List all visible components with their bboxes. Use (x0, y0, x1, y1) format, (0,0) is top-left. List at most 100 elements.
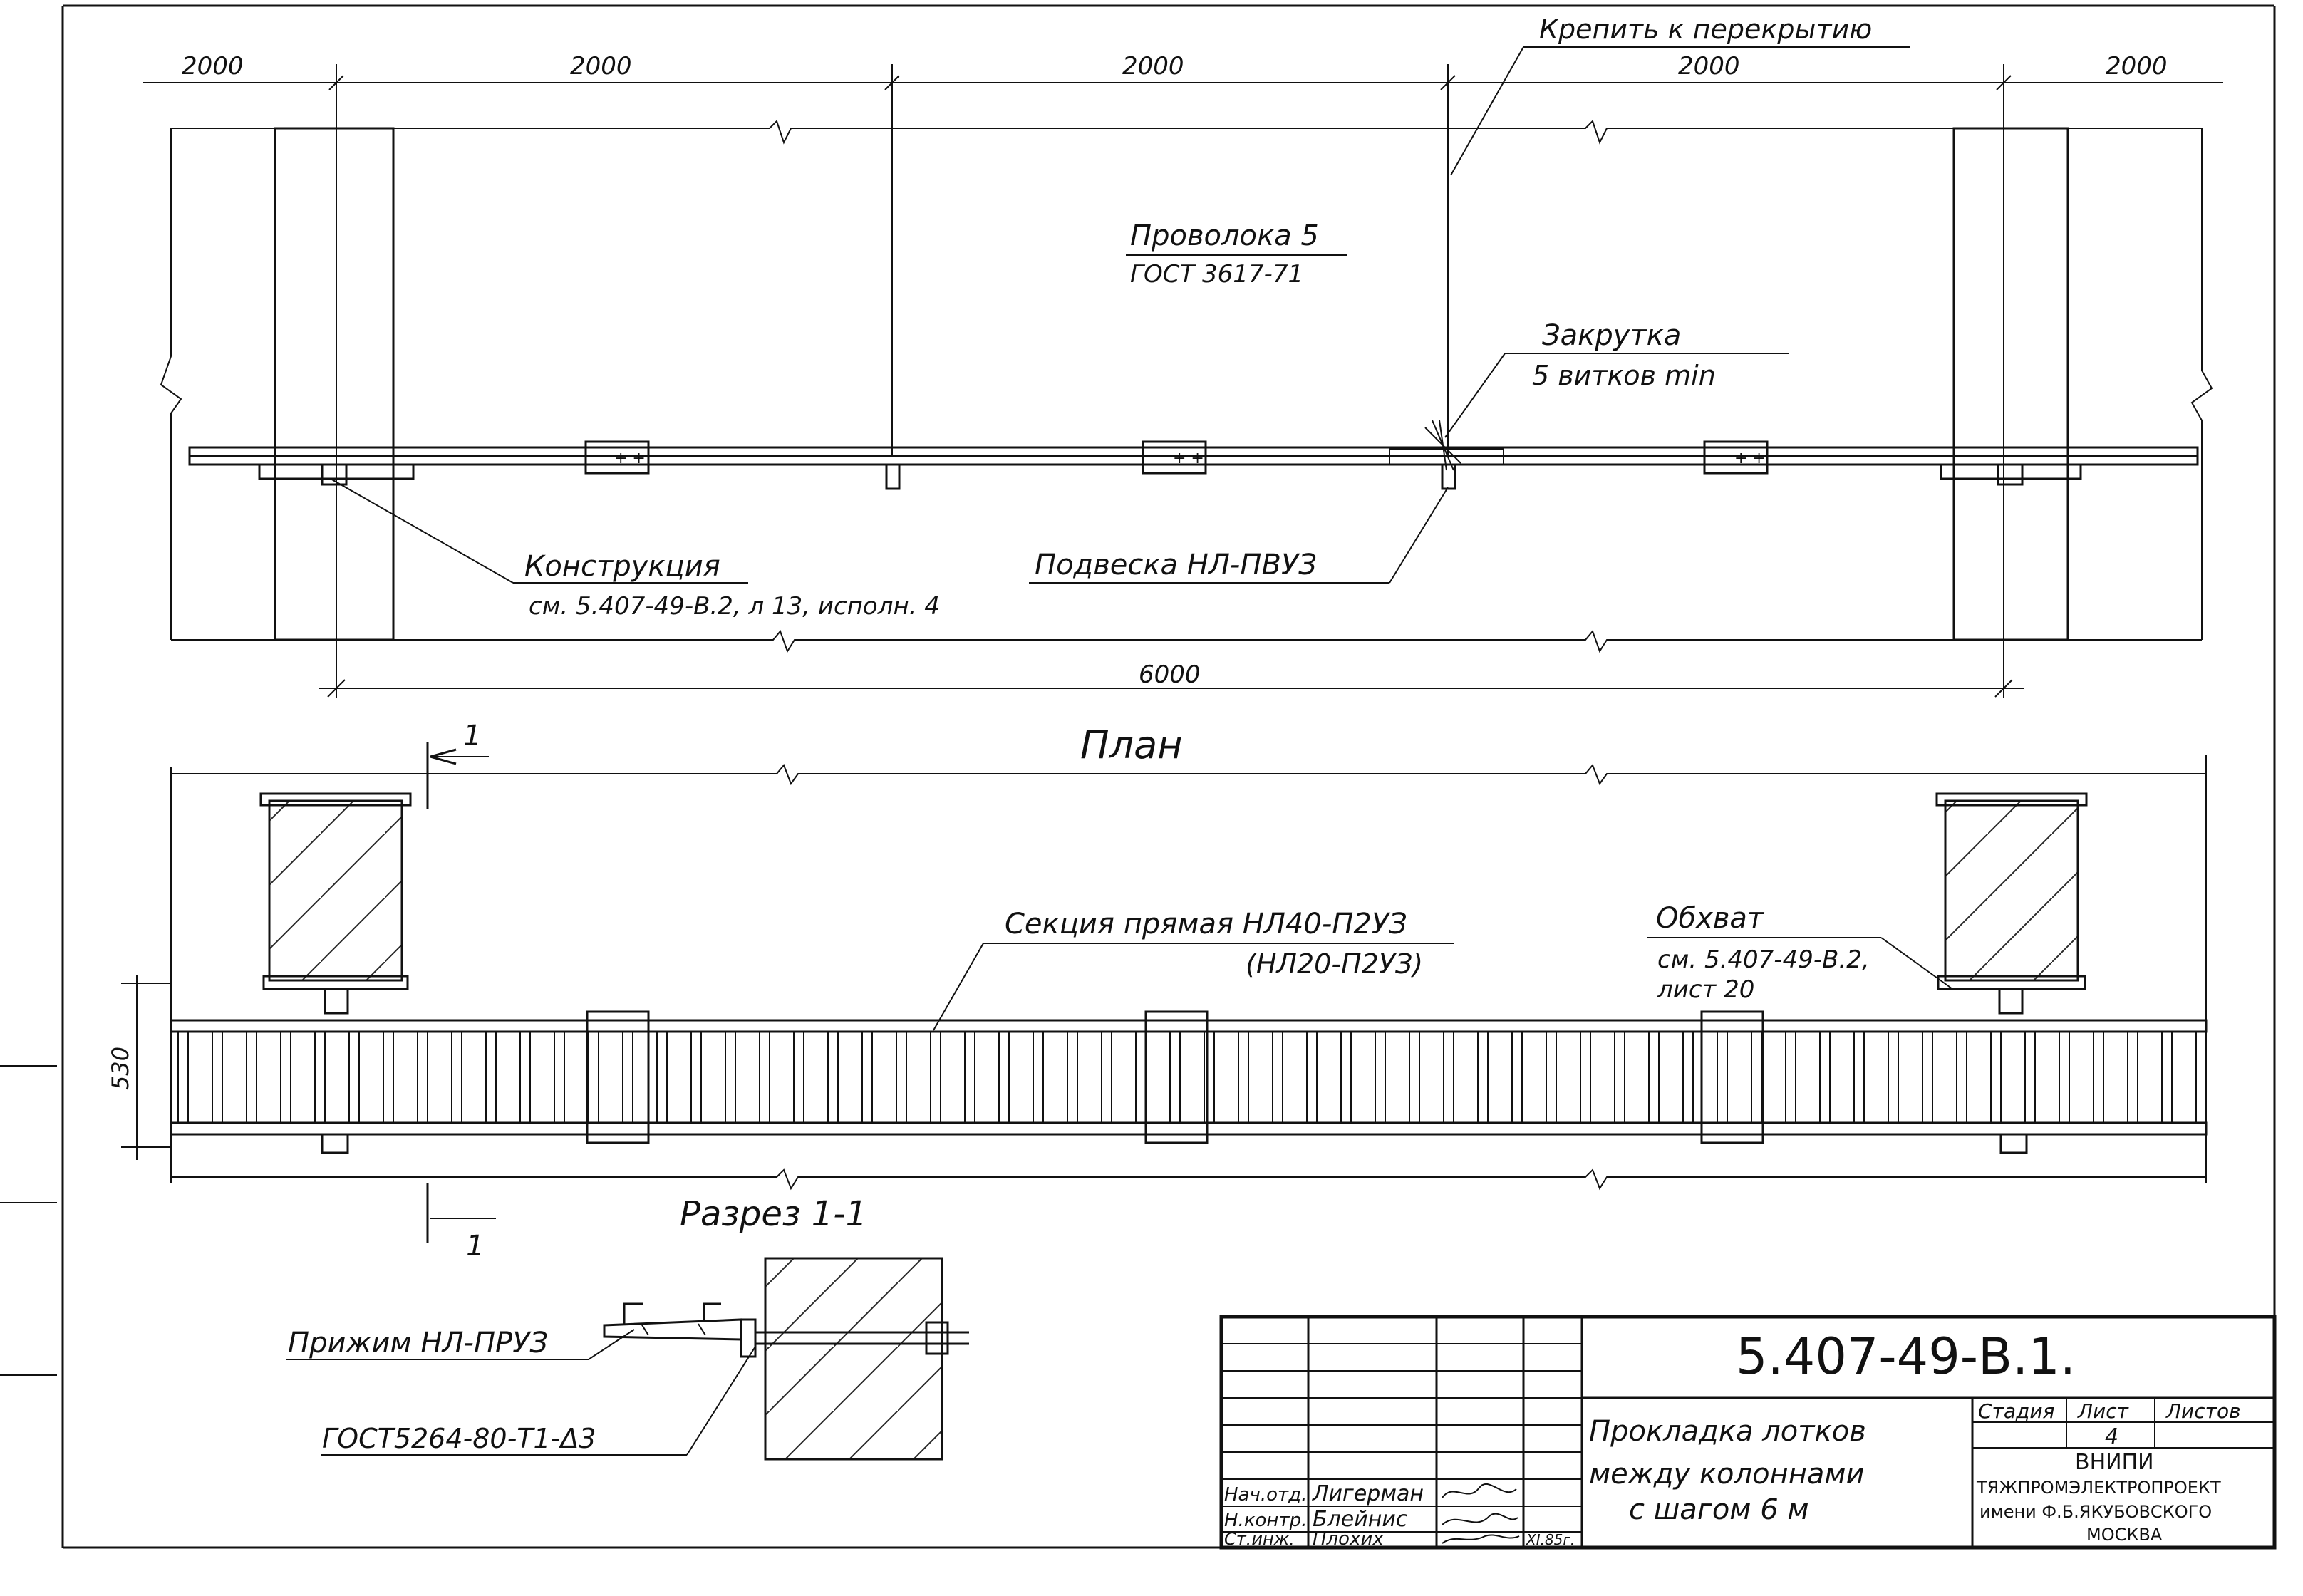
ladder-rung (1511, 1031, 1523, 1124)
ladder-coupler-1 (586, 1010, 650, 1144)
sig-role-3: Ст.инж. (1224, 1529, 1295, 1549)
dim-top-3: 2000 (1122, 52, 1184, 81)
ladder-rung (1682, 1031, 1694, 1124)
plan-view: 2000 2000 2000 2000 2000 + + + + + + (143, 14, 2223, 698)
org-line-2: ТЯЖПРОМЭЛЕКТРОПРОЕКТ (1976, 1478, 2221, 1498)
ladder-rung (1751, 1031, 1762, 1124)
title-block: 5.407-49-В.1. Прокладка лотков между кол… (1219, 1315, 2277, 1550)
sig-role-2: Н.контр. (1224, 1510, 1307, 1531)
ladder-rung (519, 1031, 531, 1124)
stage-header: Стадия (1978, 1399, 2054, 1423)
ladder-rung (1888, 1031, 1899, 1124)
ladder-rung (1990, 1031, 2002, 1124)
callout-section-1: Секция прямая НЛ40-П2УЗ (1005, 908, 1407, 940)
callout-attach: Крепить к перекрытию (1539, 14, 1872, 45)
ladder-rung (1340, 1031, 1352, 1124)
column-right-plan (1952, 127, 2069, 641)
sig-name-3: Плохих (1313, 1528, 1384, 1550)
org-line-4: МОСКВА (2086, 1525, 2163, 1545)
ladder-rung (998, 1031, 1010, 1124)
ladder-rung (1648, 1031, 1660, 1124)
ladder-rung (1169, 1031, 1181, 1124)
ladder-rung (1785, 1031, 1796, 1124)
ladder-rung (348, 1031, 360, 1124)
coupler-2-mark: + + (1173, 450, 1204, 467)
handwritten-signatures (1442, 1483, 1520, 1544)
ladder-rung (1306, 1031, 1318, 1124)
ladder-rung (314, 1031, 326, 1124)
ladder-rung (1546, 1031, 1557, 1124)
ladder-rung (554, 1031, 565, 1124)
coupler-2 (1142, 440, 1207, 475)
sig-name-2: Блейнис (1313, 1507, 1408, 1532)
org-line-3: имени Ф.Б.ЯКУБОВСКОГО (1979, 1502, 2212, 1522)
callout-hanger: Подвеска НЛ-ПВУЗ (1035, 549, 1317, 581)
coupler-1 (584, 440, 650, 475)
callout-press: Прижим НЛ-ПРУЗ (288, 1327, 548, 1359)
ladder-rung (2093, 1031, 2104, 1124)
ladder-rung (1853, 1031, 1865, 1124)
ladder-rung (2161, 1031, 2173, 1124)
section-label: Разрез 1-1 (680, 1194, 867, 1234)
plan-label: План (1080, 722, 1183, 767)
ladder-rung (1033, 1031, 1044, 1124)
ladder-rung (861, 1031, 873, 1124)
ladder-rung (656, 1031, 668, 1124)
ladder-rung (827, 1031, 839, 1124)
press-fitting (603, 1302, 742, 1341)
ladder-rung (690, 1031, 702, 1124)
ladder-rung (2195, 1031, 2207, 1124)
dim-top-5: 2000 (2106, 52, 2168, 81)
sheet-number: 4 (2105, 1424, 2118, 1449)
callout-twist-2: 5 витков min (1532, 360, 1716, 391)
section-mark-bottom: 1 (466, 1230, 484, 1263)
callout-twist-1: Закрутка (1542, 319, 1681, 352)
drawing-code: 5.407-49-В.1. (1736, 1327, 2076, 1386)
coupler-3-mark: + + (1734, 450, 1766, 467)
ladder-rung (383, 1031, 394, 1124)
coupler-3 (1703, 440, 1769, 475)
sig-name-1: Лигерман (1312, 1481, 1424, 1506)
dim-span: 6000 (1139, 660, 1201, 689)
ladder-rung (1135, 1031, 1147, 1124)
callout-wire-2: ГОСТ 3617-71 (1130, 260, 1303, 289)
ladder-rung (451, 1031, 462, 1124)
callout-section-2: (НЛ20-П2УЗ) (1246, 948, 1423, 980)
ladder-rung (1204, 1031, 1215, 1124)
section-view: Разрез 1-1 Прижим НЛ-ПРУЗ ГОСТ5264-80-Т1… (286, 1194, 969, 1461)
ladder-rung (896, 1031, 907, 1124)
ladder-rung (485, 1031, 497, 1124)
title-line-3: с шагом 6 м (1629, 1493, 1809, 1526)
ladder-rung (2059, 1031, 2070, 1124)
dim-top-2: 2000 (570, 52, 632, 81)
elevation-view: План 1 (107, 720, 2208, 1263)
title-line-2: между колоннами (1589, 1458, 1865, 1491)
ladder-rung (177, 1031, 189, 1124)
ladder-rung (588, 1031, 599, 1124)
ladder-rung (2024, 1031, 2036, 1124)
ladder-rung (1477, 1031, 1489, 1124)
cable-tray-ladder (170, 1019, 2208, 1136)
ladder-rung (1067, 1031, 1078, 1124)
callout-weld: ГОСТ5264-80-Т1-Δ3 (322, 1423, 596, 1454)
dim-height: 530 (107, 1047, 134, 1090)
ladder-rung (1409, 1031, 1420, 1124)
ladder-rung (417, 1031, 428, 1124)
dim-top-1: 2000 (182, 52, 244, 81)
ladder-rung (1238, 1031, 1249, 1124)
ladder-rung (1443, 1031, 1454, 1124)
ladder-rung (280, 1031, 291, 1124)
callout-construction-1: Конструкция (524, 550, 720, 583)
sig-date-3: XI.85г. (1526, 1531, 1575, 1548)
ladder-rung (1375, 1031, 1386, 1124)
ladder-rung (1717, 1031, 1728, 1124)
sheets-header: Листов (2165, 1399, 2241, 1423)
ladder-rung (1614, 1031, 1625, 1124)
callout-clamp-2: см. 5.407-49-В.2, (1657, 945, 1870, 974)
sheet-header: Лист (2077, 1399, 2129, 1423)
bracket-right (1940, 463, 2082, 480)
callout-clamp-3: лист 20 (1657, 975, 1754, 1004)
org-line-1: ВНИПИ (2075, 1450, 2154, 1475)
ladder-rung (246, 1031, 257, 1124)
